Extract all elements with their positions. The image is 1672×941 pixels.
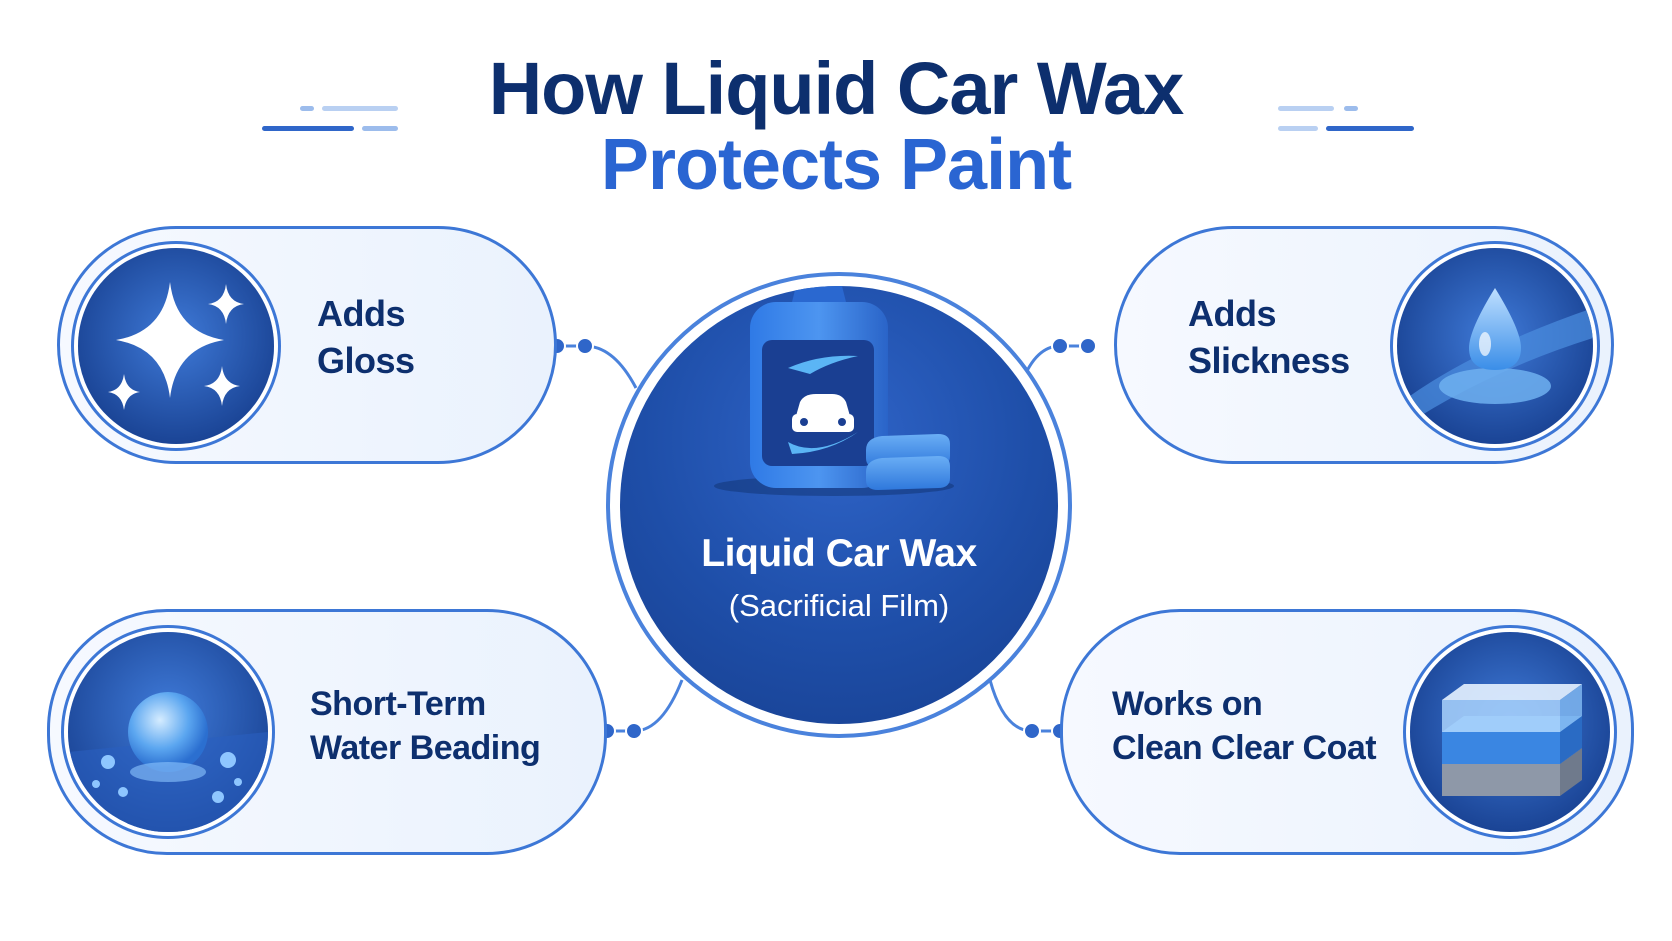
center-hub: Liquid Car Wax (Sacrificial Film) xyxy=(620,286,1058,724)
water-drop-icon xyxy=(1397,248,1593,444)
clear-coat-layers-icon xyxy=(1410,632,1610,832)
benefit-label-clear-coat: Works on Clean Clear Coat xyxy=(1112,685,1377,767)
benefit-label-gloss: Adds Gloss xyxy=(317,293,415,381)
title-line-2: Protects Paint xyxy=(600,125,1072,205)
title-line-1: How Liquid Car Wax xyxy=(488,47,1185,130)
benefit-label-slickness: Adds Slickness xyxy=(1188,293,1350,381)
center-title: Liquid Car Wax xyxy=(701,532,977,575)
water-bead-icon xyxy=(68,632,268,832)
wax-bottle-illustration xyxy=(714,286,954,496)
benefit-label-water-beading: Short-Term Water Beading xyxy=(310,685,541,767)
center-subtitle: (Sacrificial Film) xyxy=(728,588,950,623)
sparkle-icon xyxy=(78,248,274,444)
